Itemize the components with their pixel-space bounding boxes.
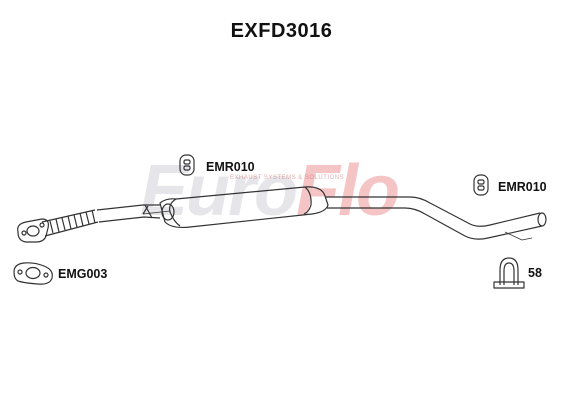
hanger-label-left: EMR010 [206,160,255,174]
part-number-title: EXFD3016 [230,20,333,42]
rubber-hanger-icon [179,154,195,176]
front-flange-icon [17,218,49,243]
flexi-pipe-section [41,209,99,237]
watermark-tagline: EXHAUST SYSTEMS & SOLUTIONS [230,175,345,181]
tail-pipe [325,196,547,241]
clamp-label: 58 [528,266,542,280]
watermark-part2: Flo [296,151,400,231]
watermark-part1: Euro [140,151,298,231]
euroflo-watermark-logo: EuroFlo [140,150,400,232]
gasket-label: EMG003 [58,267,108,281]
rubber-hanger-icon-2 [473,174,489,196]
hanger-label-right: EMR010 [498,180,547,194]
silencer-box [159,186,329,229]
flange-gasket-icon [13,262,53,285]
u-bolt-clamp-icon [493,257,525,289]
inlet-pipe [96,204,171,223]
